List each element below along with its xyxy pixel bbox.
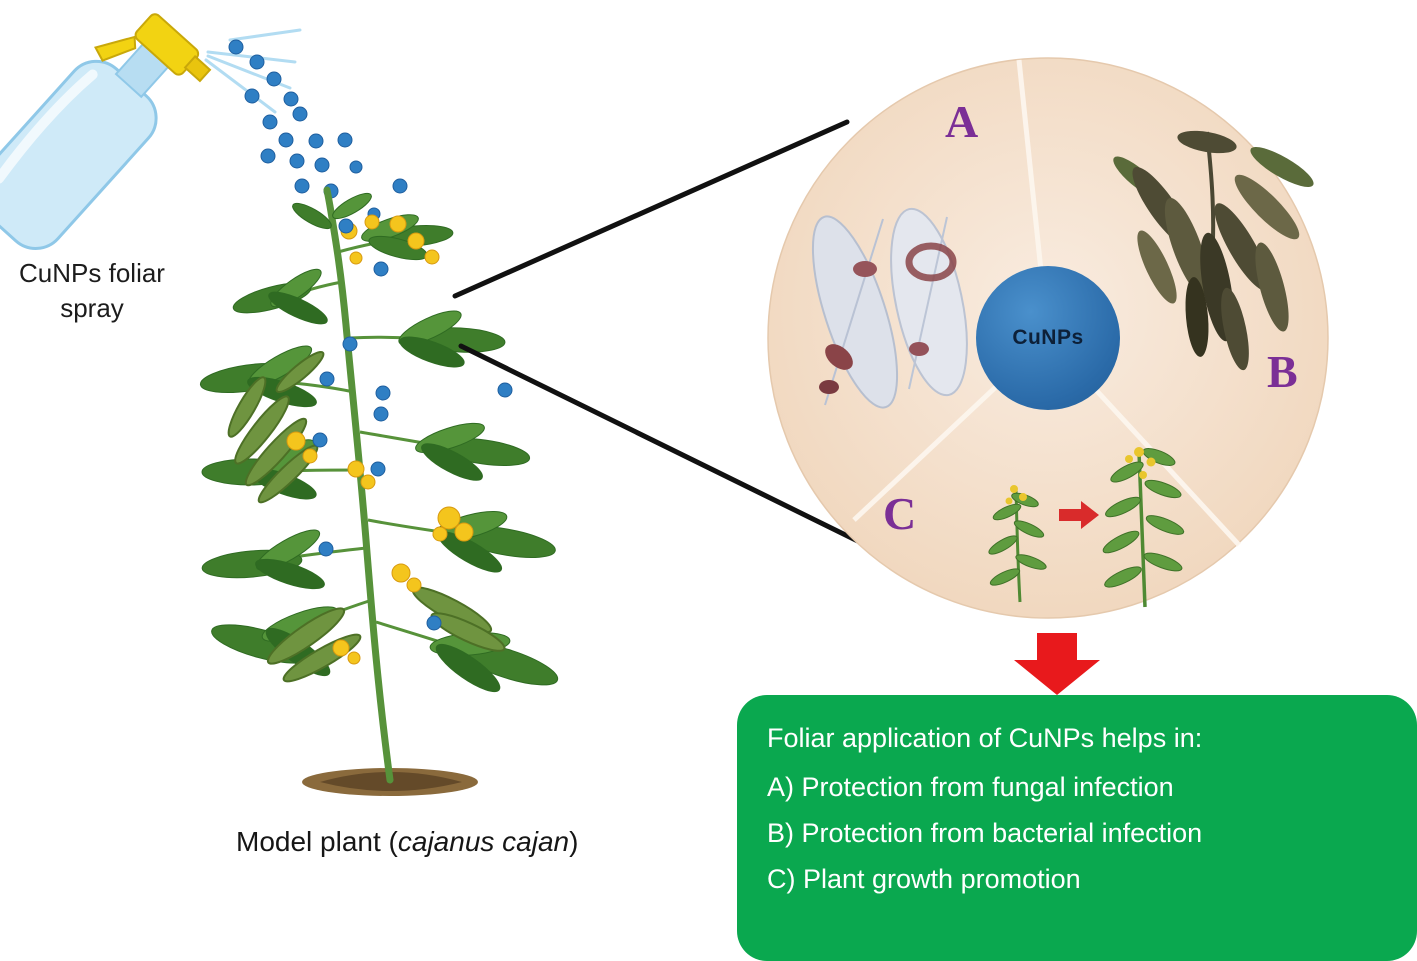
spray-bottle-caption: CuNPs foliar spray bbox=[0, 256, 184, 326]
growth-arrow-icon bbox=[1059, 501, 1099, 529]
result-box: Foliar application of CuNPs helps in: A)… bbox=[737, 695, 1417, 961]
sector-a-label: A bbox=[945, 96, 979, 147]
red-down-arrow bbox=[1014, 633, 1100, 695]
sector-b-label: B bbox=[1267, 346, 1298, 397]
bacterial-plant-image bbox=[1113, 130, 1314, 371]
caption-suffix: ) bbox=[569, 826, 579, 857]
model-plant-caption: Model plant (cajanus cajan) bbox=[236, 826, 578, 858]
droplets-on-plant bbox=[312, 218, 513, 631]
result-title: Foliar application of CuNPs helps in: bbox=[767, 723, 1203, 753]
caption-prefix: Model plant ( bbox=[236, 826, 398, 857]
big-plant bbox=[1102, 447, 1185, 608]
spray-bottle-icon bbox=[0, 13, 212, 250]
zoom-lines bbox=[452, 119, 879, 553]
result-item-a: A) Protection from fungal infection bbox=[767, 772, 1174, 802]
spray-caption-line2: spray bbox=[60, 293, 124, 324]
sector-c-label: C bbox=[883, 488, 917, 539]
caption-species: cajanus cajan bbox=[397, 826, 570, 857]
result-item-c: C) Plant growth promotion bbox=[767, 864, 1081, 894]
model-plant-illustration bbox=[199, 186, 559, 796]
spray-droplets bbox=[228, 39, 408, 221]
fungal-leaves-image bbox=[811, 207, 968, 409]
small-plant bbox=[988, 485, 1047, 603]
magnifier-circle: A B C CuNPs bbox=[767, 57, 1329, 619]
result-item-b: B) Protection from bacterial infection bbox=[767, 818, 1203, 848]
cunps-center-label: CuNPs bbox=[1012, 326, 1084, 349]
cunps-center-circle: CuNPs bbox=[976, 266, 1120, 410]
growth-plants-image bbox=[988, 447, 1185, 608]
spray-caption-line1: CuNPs foliar bbox=[19, 258, 165, 288]
